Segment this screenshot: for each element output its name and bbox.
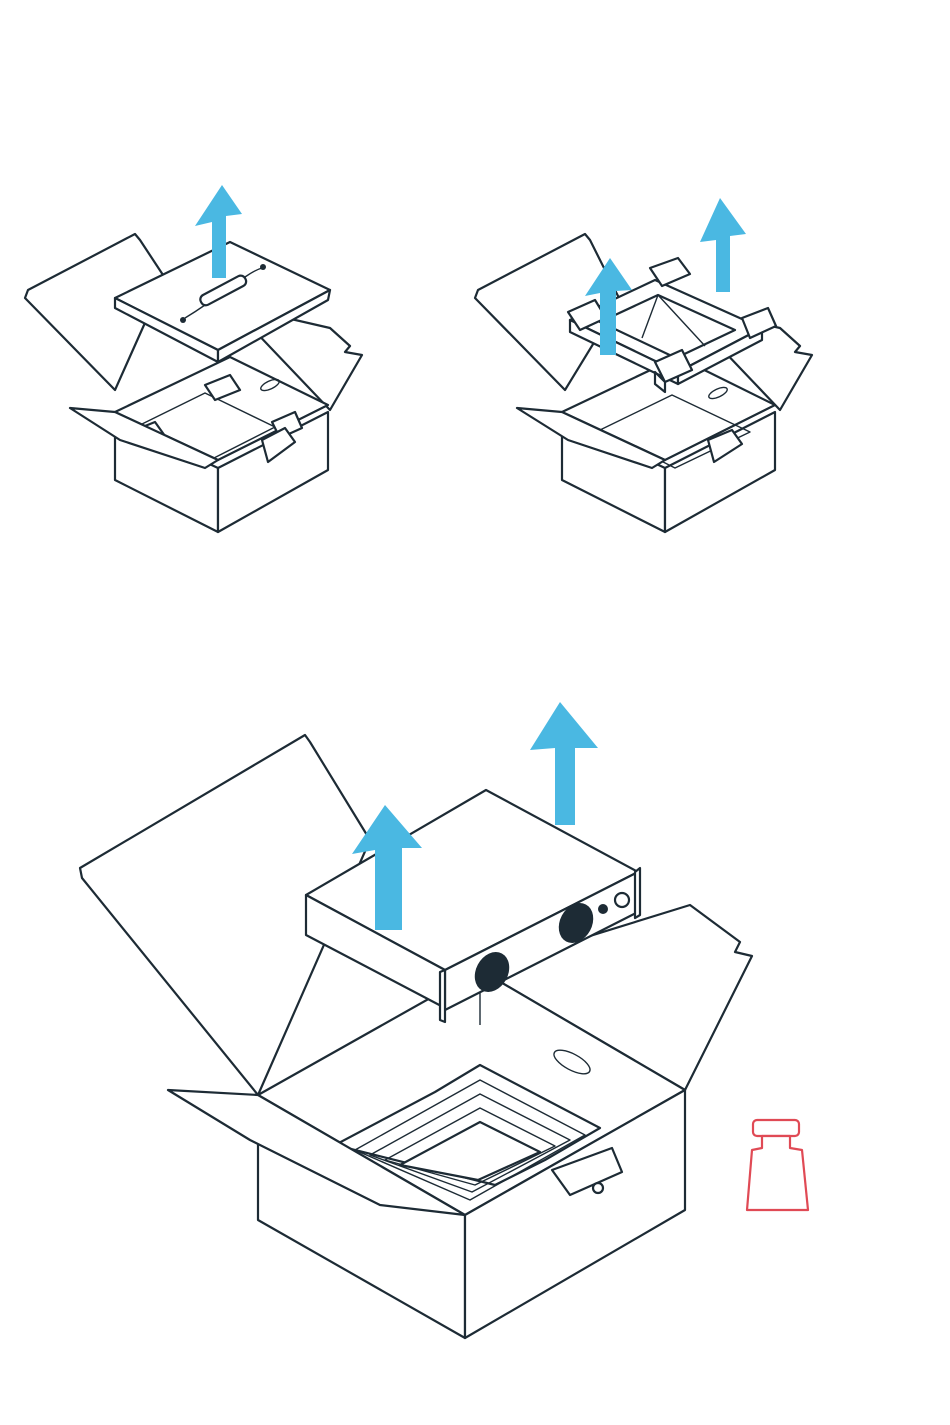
indicator-led xyxy=(598,904,608,914)
step-2-diagram xyxy=(450,150,830,570)
step-1-diagram xyxy=(0,150,380,570)
open-box xyxy=(80,735,752,1338)
power-knob xyxy=(615,893,629,907)
weight-body xyxy=(747,1136,808,1210)
heavy-weight-icon xyxy=(747,1120,808,1210)
rack-ear-left xyxy=(440,970,445,1022)
step-1-illustration xyxy=(0,150,380,570)
latch-knob xyxy=(593,1183,603,1193)
open-box xyxy=(475,234,812,532)
weight-handle xyxy=(753,1120,799,1136)
cable-plug-left xyxy=(180,317,186,323)
cable-plug-right xyxy=(260,264,266,270)
up-arrow-icon xyxy=(700,198,746,292)
step-3-illustration xyxy=(40,680,920,1380)
rack-ear-right xyxy=(635,868,640,918)
up-arrow-icon xyxy=(530,702,598,825)
step-3-diagram xyxy=(40,680,920,1380)
step-2-illustration xyxy=(450,150,830,570)
